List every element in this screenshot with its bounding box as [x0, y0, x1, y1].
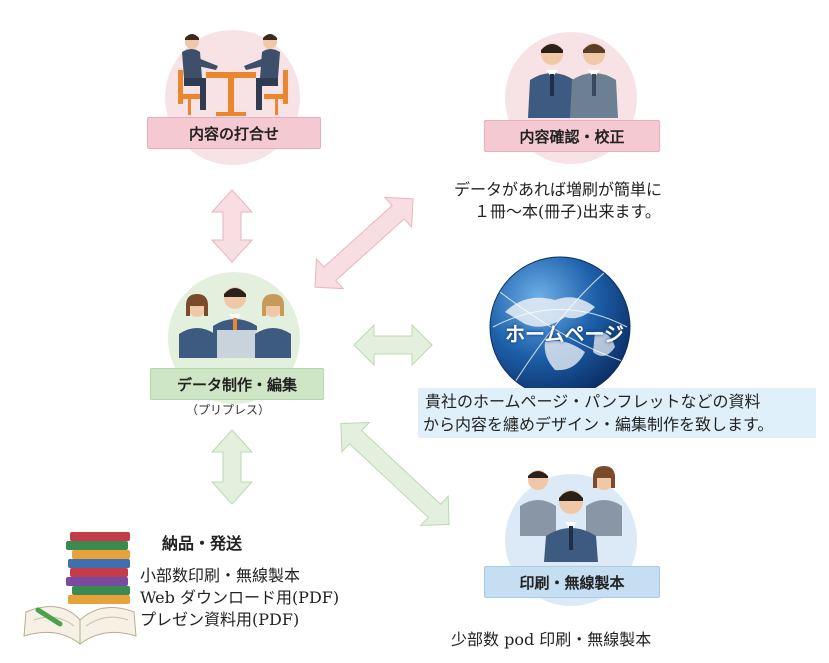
reprint-text-line2: １冊〜本(冊子)出来ます。: [474, 202, 661, 221]
delivery-title: 納品・発送: [162, 534, 243, 553]
delivery-item-2: Web ダウンロード用(PDF): [140, 588, 340, 607]
website-text-line2: から内容を纏めデザイン・編集制作を致します。: [423, 415, 774, 434]
printing-caption: 少部数 pod 印刷・無線製本: [451, 630, 652, 649]
printing-label: 印刷・無線製本: [484, 566, 660, 598]
data-production-team-icon: [179, 287, 291, 358]
proof-people-icon: [528, 43, 618, 118]
website-description-box: [418, 388, 816, 438]
delivery-item-3: プレゼン資料用(PDF): [140, 610, 300, 629]
website-text-line1: 貴社のホームページ・パンフレットなどの資料: [425, 392, 761, 411]
meeting-people-icon: [178, 34, 288, 116]
books-icon: [23, 532, 137, 646]
proof-label: 内容確認・校正: [484, 120, 660, 152]
printing-people-icon: [520, 466, 622, 562]
delivery-item-1: 小部数印刷・無線製本: [140, 566, 301, 585]
data-production-sublabel: （プリプレス）: [186, 403, 271, 417]
data-production-label: データ制作・編集: [150, 368, 324, 400]
meeting-label: 内容の打合せ: [147, 117, 321, 149]
reprint-text-line1: データがあれば増刷が簡単に: [454, 180, 663, 199]
homepage-label: ホームページ: [505, 322, 624, 346]
